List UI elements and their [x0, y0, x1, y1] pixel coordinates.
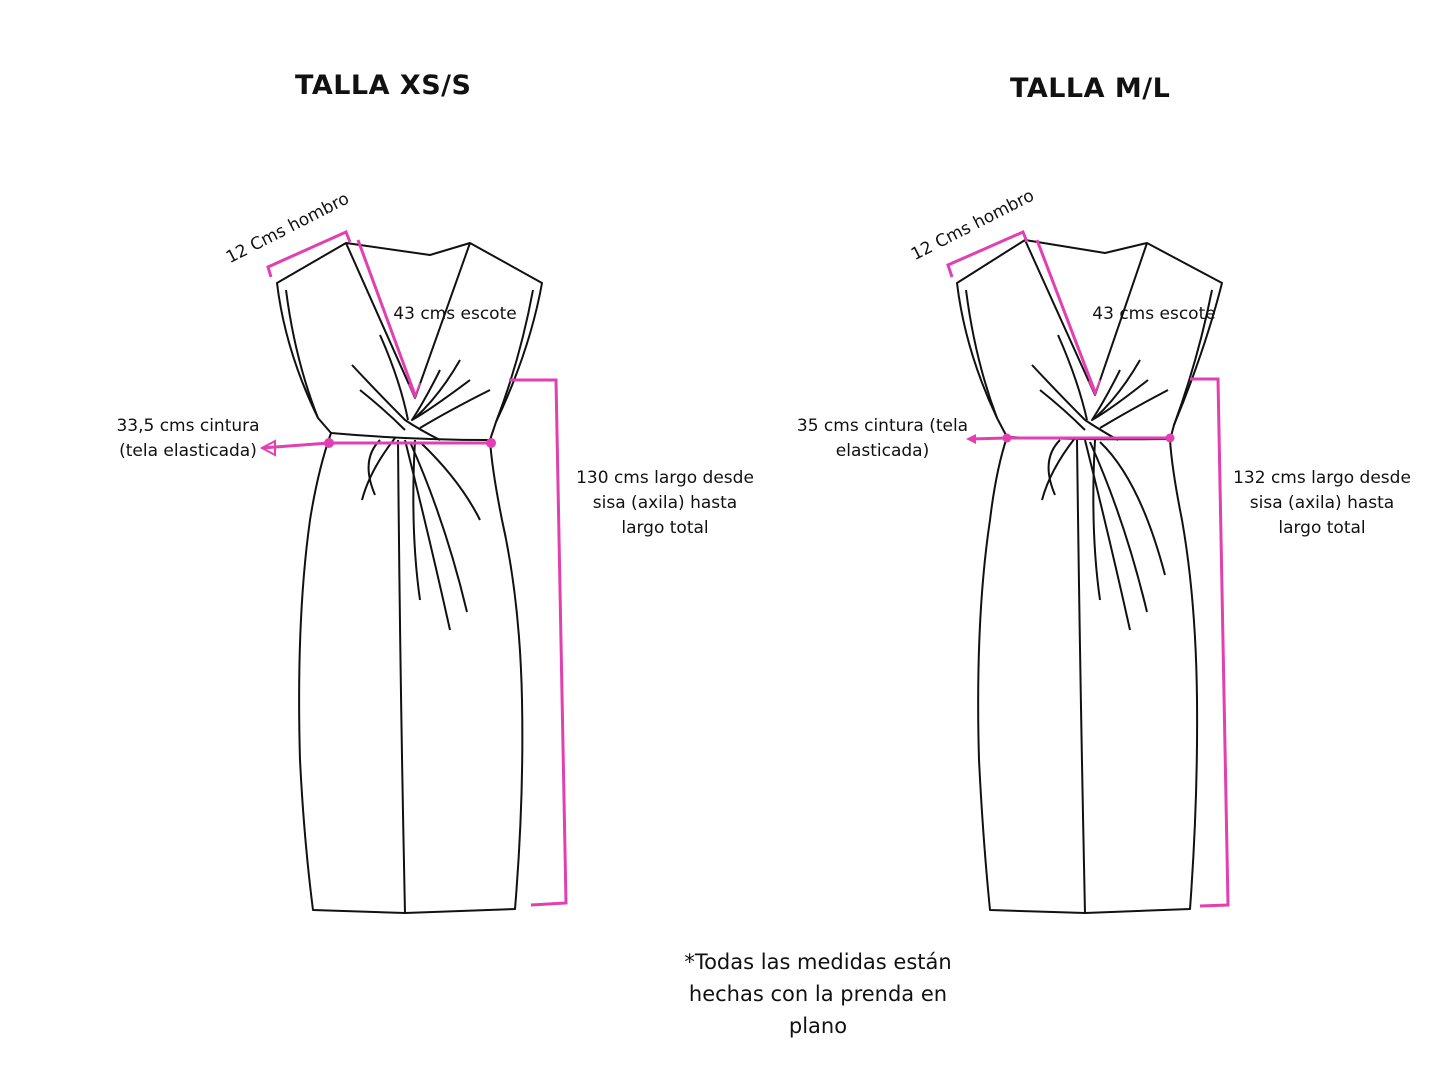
- left-neckline-measure: [356, 239, 417, 396]
- left-length-label-line2: sisa (axila) hasta: [592, 493, 738, 513]
- right-waist-label-line2: elasticada): [835, 441, 930, 461]
- right-waist-arrowhead: [966, 434, 976, 444]
- right-neckline-label: 43 cms escote: [1092, 304, 1216, 324]
- left-waist-arrowhead: [259, 439, 276, 457]
- left-length-label-line1: 130 cms largo desde: [576, 468, 754, 488]
- right-waist-label-line1: 35 cms cintura (tela: [796, 416, 969, 436]
- footnote-line3: plano: [788, 1014, 848, 1038]
- dress-right-center-seam: [1076, 439, 1086, 914]
- right-length-label-line3: largo total: [1278, 518, 1366, 538]
- left-waist-label-line2: (tela elasticada): [119, 441, 257, 461]
- dress-left-waist-seam: [330, 432, 491, 441]
- left-waist-label-line1: 33,5 cms cintura: [116, 416, 260, 436]
- right-waist-dot-2: [1165, 433, 1175, 443]
- right-length-label-line1: 132 cms largo desde: [1233, 468, 1411, 488]
- footnote-line2: hechas con la prenda en: [688, 982, 948, 1006]
- right-shoulder-measure: [946, 230, 1029, 278]
- right-length-measure: [1190, 377, 1230, 908]
- right-length-label: 132 cms largo desde sisa (axila) hasta l…: [1222, 466, 1422, 541]
- left-length-label: 130 cms largo desde sisa (axila) hasta l…: [565, 466, 765, 541]
- footnote-line1: *Todas las medidas están: [684, 950, 952, 974]
- left-shoulder-measure: [266, 229, 352, 278]
- title-right: TALLA M/L: [1010, 73, 1171, 104]
- left-neckline-arrowhead: [408, 382, 421, 400]
- left-waist-dot-1: [324, 438, 334, 448]
- title-left: TALLA XS/S: [295, 70, 472, 101]
- right-waist-measure: [969, 436, 1170, 441]
- right-waist-label: 35 cms cintura (tela elasticada): [790, 414, 975, 464]
- dress-left-outline: [276, 242, 543, 914]
- right-neckline-measure: [1035, 239, 1097, 393]
- footnote: *Todas las medidas están hechas con la p…: [658, 946, 978, 1042]
- dress-left: [276, 242, 543, 914]
- left-waist-label: 33,5 cms cintura (tela elasticada): [108, 414, 268, 464]
- dress-right-outline: [956, 239, 1223, 914]
- right-neckline-arrowhead: [1088, 379, 1101, 397]
- dress-right: [956, 239, 1223, 914]
- left-length-label-line3: largo total: [621, 518, 709, 538]
- left-waist-dot-2: [486, 438, 496, 448]
- left-neckline-label: 43 cms escote: [393, 304, 517, 324]
- left-length-measure: [509, 378, 568, 907]
- dress-left-center-seam: [397, 439, 406, 914]
- right-length-label-line2: sisa (axila) hasta: [1249, 493, 1395, 513]
- right-waist-dot-1: [1002, 433, 1012, 443]
